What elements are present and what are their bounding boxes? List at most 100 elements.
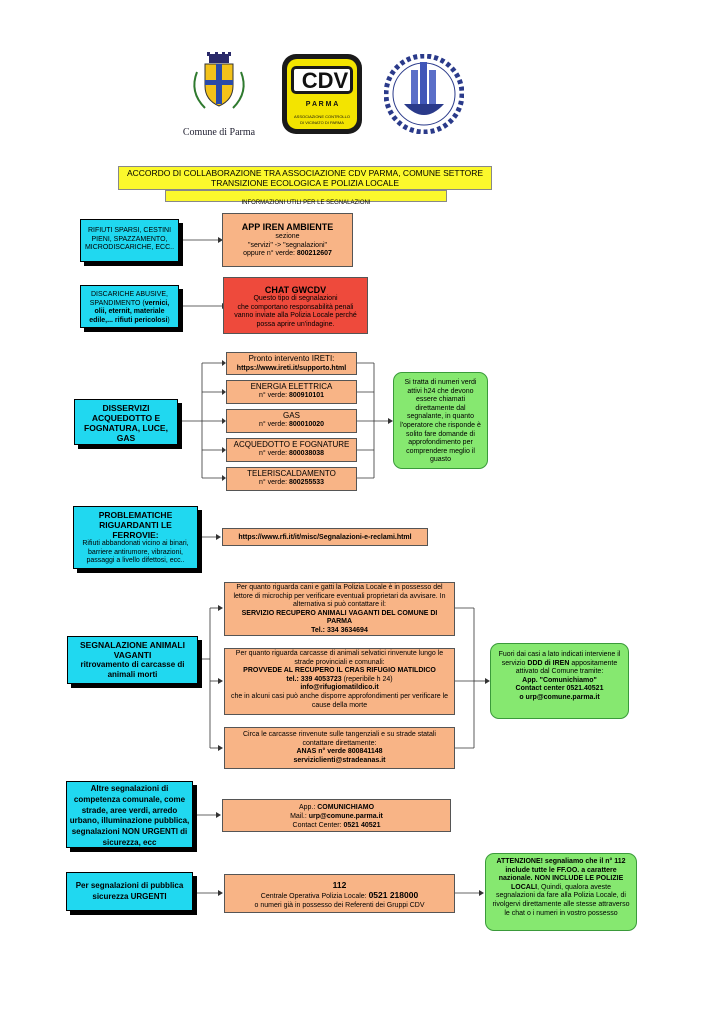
s5-right-text2: appositamente attivato dal Comune tramit…	[515, 659, 618, 676]
s7-right-1: segnaliamo che il n° 112 include tutte l…	[498, 858, 626, 883]
parma-crest-icon	[193, 52, 245, 109]
s5-b2-mail: info@rifugiomatildico.it	[300, 684, 379, 692]
s1-left-text: RIFIUTI SPARSI, CESTINI PIENI, SPAZZAMEN…	[84, 227, 175, 252]
s5-left-box: SEGNALAZIONE ANIMALI VAGANTI ritrovament…	[67, 636, 198, 684]
cdv-sub1: ASSOCIAZIONE CONTROLLO	[293, 114, 350, 119]
s7-112-box: 112 Centrale Operativa Polizia Locale: 0…	[224, 874, 455, 913]
s3-energia-num-wrap: n° verde: 800910101	[227, 392, 356, 401]
s1-app-box: APP IREN AMBIENTE sezione "servizi" -> "…	[222, 213, 353, 267]
s3-teleriscaldamento-title: TELERISCALDAMENTO	[247, 469, 336, 478]
header-title-box: ACCORDO DI COLLABORAZIONE TRA ASSOCIAZIO…	[118, 166, 492, 190]
s1-line2: "servizi" -> "segnalazioni"	[248, 241, 327, 249]
s3-gas-num-wrap: n° verde: 800010020	[227, 421, 356, 430]
s7-attenzione-box: ATTENZIONE! segnaliamo che il n° 112 inc…	[485, 853, 637, 931]
s3-ireti-url[interactable]: https://www.ireti.it/supporto.html	[236, 364, 347, 372]
s5-b2-tel-note: (reperibile h 24)	[341, 675, 393, 683]
s3-acquedotto-box: ACQUEDOTTO E FOGNATURE n° verde: 8000380…	[226, 438, 357, 462]
s3-acquedotto-number: 800038038	[289, 449, 325, 457]
header-title-line1: ACCORDO DI COLLABORAZIONE TRA ASSOCIAZIO…	[126, 168, 484, 178]
polizia-badge-icon	[383, 53, 465, 135]
s3-teleriscaldamento-num-wrap: n° verde: 800255533	[227, 479, 356, 488]
s2-left-text-end: )	[167, 316, 170, 324]
s3-left-text: DISSERVIZI ACQUEDOTTO E FOGNATURA, LUCE,…	[84, 403, 168, 443]
parma-caption: Comune di Parma	[182, 127, 256, 138]
s2-left-box: DISCARICHE ABUSIVE, SPANDIMENTO (vernici…	[80, 285, 179, 328]
s5-iren-box: Fuori dai casi a lato indicati intervien…	[490, 643, 629, 719]
comune-di-parma-logo: Comune di Parma	[178, 52, 260, 138]
s3-gas-title: GAS	[283, 411, 300, 420]
s5-b1-text: Per quanto riguarda cani e gatti la Poli…	[233, 584, 446, 609]
cdv-sub2: DI VICINATO DI PARMA	[300, 120, 344, 125]
s5-cani-gatti-box: Per quanto riguarda cani e gatti la Poli…	[224, 582, 455, 636]
s3-ireti-box: Pronto intervento IRETI: https://www.ire…	[226, 352, 357, 375]
s3-gas-box: GAS n° verde: 800010020	[226, 409, 357, 433]
s2-chat-box: CHAT GWCDV Questo tipo di segnalazioni c…	[223, 277, 368, 334]
s1-line1: sezione	[275, 233, 300, 240]
s5-b3-anas: ANAS n° verde 800841148	[296, 748, 383, 756]
s5-right-text: Fuori dai casi a lato indicati intervien…	[498, 651, 621, 667]
header-subtitle-box: INFORMAZIONI UTILI PER LE SEGNALAZIONI	[165, 190, 447, 206]
s7-line2: o numeri già in possesso dei Referenti d…	[254, 902, 425, 909]
s5-right-mail: o urp@comune.parma.it	[519, 693, 600, 701]
s7-left-box: Per segnalazioni di pubblica sicurezza U…	[66, 872, 193, 911]
s4-url-box: https://www.rfi.it/it/misc/Segnalazioni-…	[222, 528, 428, 546]
s3-energia-number: 800910101	[289, 391, 325, 399]
s3-teleriscaldamento-number: 800255533	[289, 478, 325, 486]
s4-url[interactable]: https://www.rfi.it/it/misc/Segnalazioni-…	[238, 534, 412, 541]
s5-b2-end: che in alcuni casi può anche disporre ap…	[230, 692, 449, 709]
s3-acquedotto-title: ACQUEDOTTO E FOGNATURE	[233, 440, 350, 449]
s2-line4: possa aprire un'indagine.	[256, 320, 335, 328]
s3-gas-number: 800010020	[289, 420, 325, 428]
s2-left-text1: DISCARICHE ABUSIVE, SPANDIMENTO (	[89, 291, 169, 307]
polizia-locale-logo	[383, 53, 465, 135]
s1-green-number: 800212607	[296, 250, 332, 258]
s4-left-title: PROBLEMATICHE RIGUARDANTI LE FERROVIE:	[98, 510, 173, 540]
cdv-city: P A R M A	[305, 101, 339, 108]
s3-acquedotto-pre: n° verde:	[258, 449, 289, 457]
s5-anas-box: Circa le carcasse rinvenute sulle tangen…	[224, 727, 455, 769]
s2-line2: che comportano responsabilità penali	[237, 303, 354, 311]
s5-selvatici-box: Per quanto riguarda carcasse di animali …	[224, 648, 455, 715]
s4-left-box: PROBLEMATICHE RIGUARDANTI LE FERROVIE: R…	[73, 506, 198, 569]
s5-right-bold: DDD di IREN	[527, 659, 570, 667]
s6-line1-wrap: App.: COMUNICHIAMO	[223, 803, 450, 812]
s6-line3-pre: Contact Center:	[292, 822, 344, 829]
s6-left-box: Altre segnalazioni di competenza comunal…	[66, 781, 193, 848]
s1-left-box: RIFIUTI SPARSI, CESTINI PIENI, SPAZZAMEN…	[80, 219, 179, 262]
s5-b1-tel: Tel.: 334 3634694	[311, 626, 368, 634]
s4-left-text: Rifiuti abbandonati vicino ai binari, ba…	[82, 540, 189, 565]
s6-line2: urp@comune.parma.it	[308, 813, 383, 820]
s5-left-title: SEGNALAZIONE ANIMALI VAGANTI	[80, 640, 185, 660]
cdv-parma-logo: CDV P A R M A ASSOCIAZIONE CONTROLLO DI …	[282, 54, 362, 134]
header-title-line2: TRANSIZIONE ECOLOGICA E POLIZIA LOCALE	[211, 178, 399, 188]
s3-teleriscaldamento-pre: n° verde:	[258, 478, 289, 486]
s5-right-cc: Contact center 0521.40521	[515, 685, 604, 693]
s3-left-box: DISSERVIZI ACQUEDOTTO E FOGNATURA, LUCE,…	[74, 399, 178, 445]
s7-line1-pre: Centrale Operativa Polizia Locale:	[260, 893, 369, 900]
s3-acquedotto-num-wrap: n° verde: 800038038	[227, 450, 356, 459]
s6-line3: 0521 40521	[343, 822, 381, 829]
s7-att: ATTENZIONE!	[496, 858, 543, 865]
s7-112: 112	[332, 880, 347, 890]
s5-left-text: ritrovamento di carcasse di animali mort…	[80, 660, 185, 679]
s5-b2-bold: PROVVEDE AL RECUPERO IL CRAS RIFUGIO MAT…	[243, 667, 436, 675]
s3-info-text: Si tratta di numeri verdi attivi h24 che…	[400, 379, 481, 464]
s1-line3-wrap: oppure n° verde: 800212607	[223, 250, 352, 259]
s2-left-text-bold: vernici, olii, eternit, materiale edile,…	[89, 299, 170, 324]
s6-line1: COMUNICHIAMO	[317, 804, 375, 811]
s6-line2-pre: Mail.:	[290, 813, 309, 820]
s5-b3-text: Circa le carcasse rinvenute sulle tangen…	[243, 731, 436, 747]
s5-b3-mail: serviziclienti@stradeanas.it	[293, 756, 386, 764]
s7-left-text: Per segnalazioni di pubblica sicurezza U…	[75, 881, 184, 901]
s3-gas-pre: n° verde:	[258, 420, 289, 428]
s1-title: APP IREN AMBIENTE	[241, 222, 334, 232]
s6-comunichiamo-box: App.: COMUNICHIAMO Mail.: urp@comune.par…	[222, 799, 451, 832]
s7-right-2: NON INCLUDE LE POLIZIE LOCALI	[511, 875, 624, 891]
s6-line3-wrap: Contact Center: 0521 40521	[223, 821, 450, 830]
s5-b2-text: Per quanto riguarda carcasse di animali …	[235, 650, 444, 666]
s3-energia-title: ENERGIA ELETTRICA	[250, 382, 333, 391]
header-subtitle: INFORMAZIONI UTILI PER LE SEGNALAZIONI	[241, 200, 371, 206]
s3-energia-pre: n° verde:	[258, 391, 289, 399]
s6-line1-pre: App.:	[298, 804, 318, 811]
